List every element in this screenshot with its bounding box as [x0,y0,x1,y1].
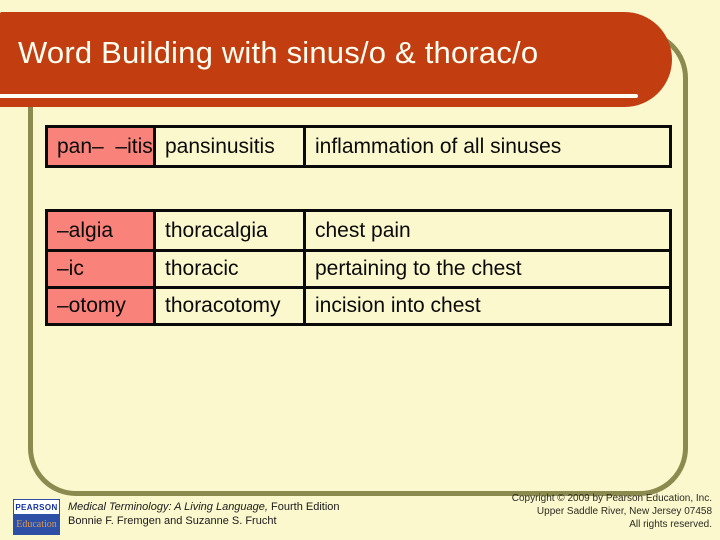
word-part-cell: pan– –itis [48,128,156,165]
term-cell: thoracic [156,249,306,286]
word-part-cell: –algia [48,212,156,249]
word-table-thorac: –algia thoracalgia chest pain –ic thorac… [45,209,672,326]
book-citation: Medical Terminology: A Living Language, … [68,501,340,528]
book-edition: Fourth Edition [267,501,340,513]
term-cell: thoracotomy [156,286,306,323]
pearson-education-logo: PEARSON Education [13,499,60,535]
term-cell: pansinusitis [156,128,306,165]
word-part-cell: –ic [48,249,156,286]
word-table-pansinusitis: pan– –itis pansinusitis inflammation of … [45,125,672,168]
pearson-logo-education-label: Education [14,514,59,534]
citation-authors: Bonnie F. Fremgen and Suzanne S. Frucht [68,514,277,527]
citation-line-1: Medical Terminology: A Living Language, … [68,501,340,515]
term-cell: thoracalgia [156,212,306,249]
title-banner: Word Building with sinus/o & thorac/o [0,12,672,107]
definition-cell: inflammation of all sinuses [315,134,562,158]
copyright-line-2: Upper Saddle River, New Jersey 07458 [536,506,712,517]
pearson-logo-wordmark: PEARSON [14,500,59,514]
word-part-cell: –otomy [48,286,156,323]
copyright-line-1: Copyright © 2009 by Pearson Education, I… [511,493,712,504]
definition-cell: chest pain [315,218,411,242]
copyright-notice: Copyright © 2009 by Pearson Education, I… [432,492,712,531]
book-title: Medical Terminology: A Living Language, [68,501,268,513]
copyright-line-3: All rights reserved. [629,519,712,530]
definition-cell: pertaining to the chest [306,249,669,286]
slide-title: Word Building with sinus/o & thorac/o [18,35,539,70]
title-underline [0,94,638,98]
definition-cell: incision into chest [306,286,669,323]
